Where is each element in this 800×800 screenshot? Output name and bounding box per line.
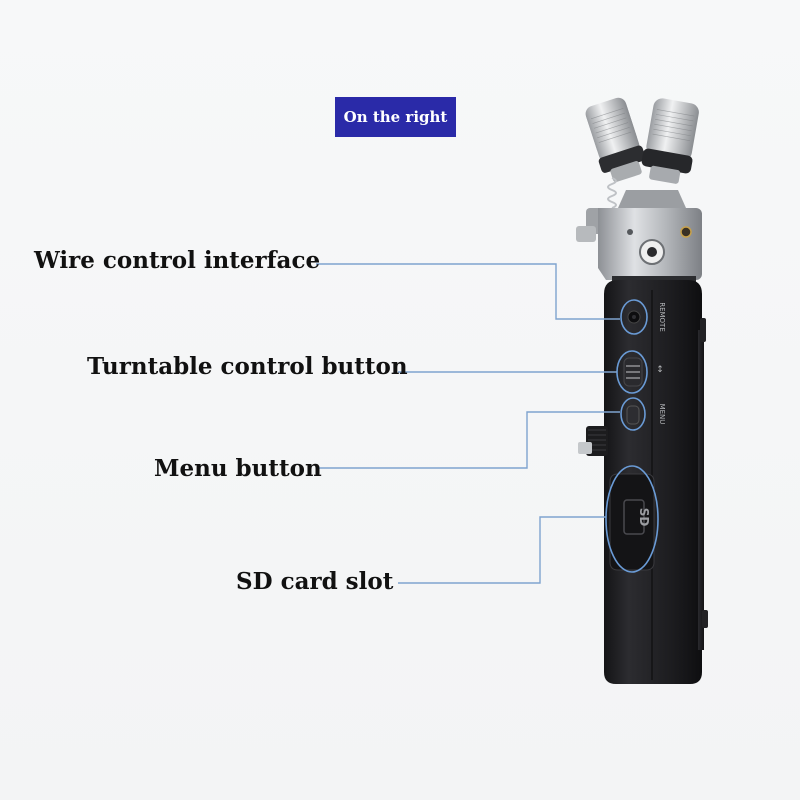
gooseneck-coil xyxy=(607,177,617,209)
menu-control: MENU xyxy=(620,397,666,431)
microphone-capsules xyxy=(576,97,702,286)
callout-menu-button: Menu button xyxy=(154,455,322,482)
side-thumb-wheel xyxy=(578,426,608,456)
remote-jack: REMOTE xyxy=(620,299,666,335)
leader-sd xyxy=(398,516,606,584)
menu-text: MENU xyxy=(658,404,666,425)
leader-menu xyxy=(318,411,620,469)
callout-turntable-control-button: Turntable control button xyxy=(87,353,408,380)
leader-wire xyxy=(316,263,620,320)
remote-text: REMOTE xyxy=(658,302,666,332)
leader-lines xyxy=(316,263,620,584)
sd-logo-text: SD xyxy=(637,508,651,527)
title-badge: On the right xyxy=(335,97,456,137)
left-mic-capsule xyxy=(585,97,646,183)
callout-sd-card-slot: SD card slot xyxy=(236,568,394,595)
callout-wire-control-interface: Wire control interface xyxy=(34,247,321,274)
recorder-body: REMOTE ↕ MENU SD xyxy=(578,280,708,684)
sd-card-slot: SD xyxy=(605,465,659,573)
right-mic-capsule xyxy=(641,98,699,184)
svg-text:↕: ↕ xyxy=(656,365,664,375)
